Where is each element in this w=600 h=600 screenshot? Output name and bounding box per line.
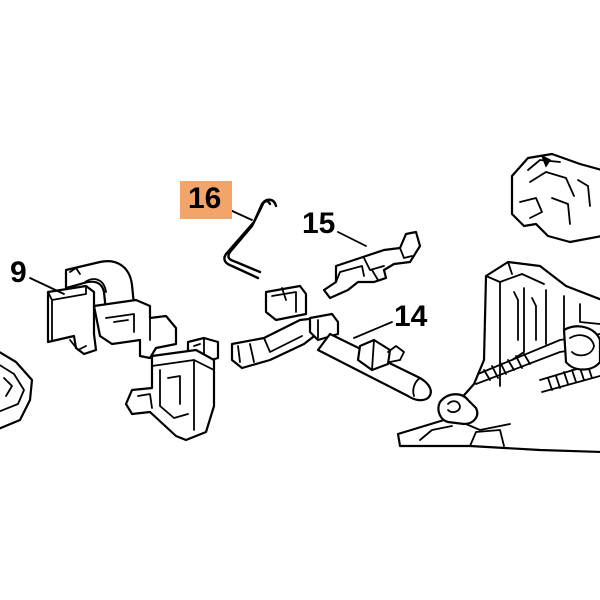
callout-16-highlight xyxy=(180,181,232,219)
leader-line-9 xyxy=(29,277,65,295)
partial-component-left xyxy=(0,351,34,430)
part-16-drawing xyxy=(223,198,278,280)
part-14-drawing xyxy=(230,284,432,402)
part-9-drawing xyxy=(46,260,220,442)
leader-line-16 xyxy=(229,209,253,221)
callout-15: 15 xyxy=(302,207,336,240)
callout-9: 9 xyxy=(10,256,27,289)
leader-line-14 xyxy=(353,321,393,339)
callout-14: 14 xyxy=(394,300,428,333)
housing-assembly-right xyxy=(396,152,600,454)
part-15-drawing xyxy=(322,230,422,300)
callout-16: 16 xyxy=(188,182,222,215)
leader-line-15 xyxy=(337,231,367,247)
